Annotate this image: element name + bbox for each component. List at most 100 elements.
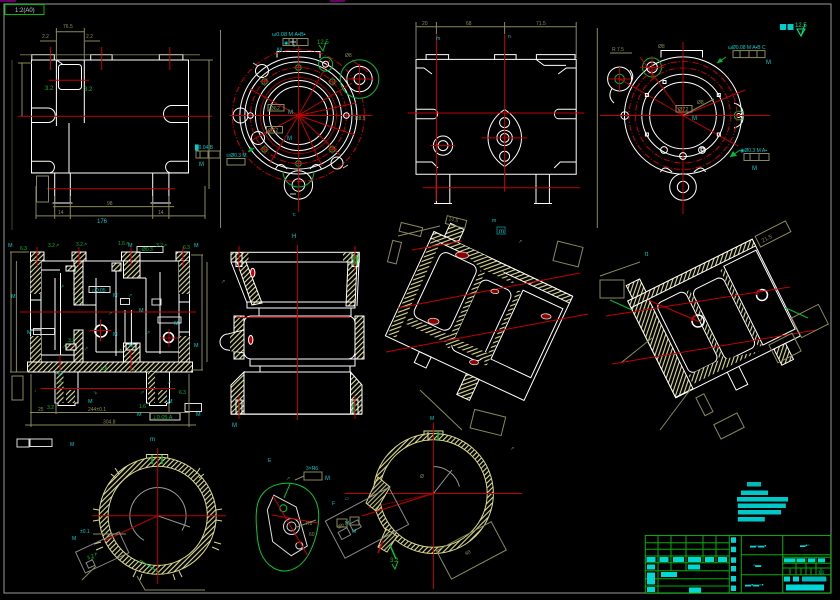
svg-text:Ø: Ø [420,474,424,480]
svg-text:↘: ↘ [93,390,97,396]
svg-text:76.5: 76.5 [63,24,73,30]
svg-text:↗: ↗ [108,311,112,317]
svg-text:↗: ↗ [146,330,150,336]
svg-text:3.2: 3.2 [390,558,399,564]
svg-text:↗: ↗ [84,346,88,352]
svg-text:2.2: 2.2 [86,34,93,40]
svg-text:↗: ↗ [118,348,122,354]
svg-text:2.2: 2.2 [42,34,49,40]
svg-text:M: M [196,412,201,418]
svg-text:M: M [277,48,282,54]
svg-text:M: M [692,116,697,122]
svg-text:1.6↗: 1.6↗ [118,241,129,247]
svg-text:25: 25 [38,407,44,413]
svg-text:M: M [72,536,76,542]
svg-text:60: 60 [309,532,315,538]
svg-text:6.3: 6.3 [179,390,186,396]
svg-text:14.5: 14.5 [448,216,459,224]
svg-text:M: M [27,330,32,336]
svg-text:◉: ◉ [284,41,289,47]
svg-text:↗: ↗ [62,344,66,350]
svg-text:Ø8: Ø8 [658,44,665,50]
svg-text:↘A: ↘A [100,366,108,372]
svg-text:tt: tt [645,252,649,258]
svg-text:▬▪▬▫▪: ▬▪▬▫▪ [745,583,763,589]
svg-text:↓: ↓ [34,388,37,394]
svg-text:c: c [293,43,296,49]
svg-text:⊥0.05 A: ⊥0.05 A [152,414,173,421]
svg-text:↗: ↗ [286,476,290,482]
svg-text:M: M [58,371,63,377]
svg-text:M: M [8,243,13,249]
svg-text:3.2↗: 3.2↗ [76,242,87,248]
svg-text:M: M [232,423,237,429]
svg-text:█0.04 B: █0.04 B [195,144,214,151]
svg-text:3.2: 3.2 [68,338,75,344]
svg-text:M: M [194,343,199,349]
svg-text:↗: ↗ [90,556,94,562]
svg-text:▱0.05: ▱0.05 [92,288,106,294]
svg-text:n: n [508,34,511,40]
svg-text:3.2: 3.2 [47,405,54,411]
svg-text:Øb: Øb [337,522,346,531]
svg-text:E: E [268,458,272,464]
svg-text:↗: ↗ [60,284,64,290]
svg-text:Ø8: Ø8 [697,100,704,106]
svg-text:14: 14 [58,210,64,216]
svg-text:M: M [129,343,134,349]
svg-text:M: M [113,332,118,338]
svg-text:±0.1: ±0.1 [80,529,90,535]
svg-text:R8.5: R8.5 [355,116,366,122]
svg-text:M: M [168,399,173,405]
svg-text:◌Ø0.3: ◌Ø0.3 [139,247,153,253]
svg-text:Ø52: Ø52 [268,128,278,134]
svg-text:M: M [199,162,204,168]
svg-text:/: / [826,577,828,582]
svg-text:↗: ↗ [140,390,144,396]
svg-text:1:1: 1:1 [818,570,825,575]
svg-text:1:2(A0): 1:2(A0) [15,8,35,14]
svg-text:14: 14 [158,210,164,216]
svg-text:6.3: 6.3 [183,245,190,251]
svg-text:M: M [352,529,356,535]
svg-text:304.8: 304.8 [103,420,116,426]
svg-text:176: 176 [97,219,108,225]
svg-text:▬▪▫: ▬▪▫ [800,543,809,549]
svg-text:m: m [150,437,155,443]
svg-text:20: 20 [422,21,428,27]
svg-text:▫▬: ▫▬ [753,563,761,569]
svg-text:M: M [70,442,74,448]
svg-text:m: m [436,36,440,42]
svg-text:68: 68 [466,21,472,27]
svg-text:6.3: 6.3 [20,246,27,252]
svg-text:↗: ↗ [131,368,135,374]
svg-text:3.2↗: 3.2↗ [48,243,59,249]
svg-text:M: M [174,321,179,327]
svg-text:M: M [288,110,293,116]
svg-text:↗: ↗ [58,380,62,386]
svg-text:M: M [139,308,144,314]
svg-text:12.5: 12.5 [317,40,329,46]
svg-text:M: M [113,293,118,299]
svg-text:M: M [137,412,142,418]
svg-text:M: M [287,136,292,142]
svg-text:↘: ↘ [77,298,81,304]
svg-text:m: m [492,218,496,224]
svg-text:98: 98 [464,549,472,557]
svg-text:M: M [11,294,16,300]
svg-text:↗: ↗ [510,446,514,452]
svg-text:21.5: 21.5 [761,234,773,244]
svg-text:↗: ↗ [518,239,522,245]
svg-text:3.2↗: 3.2↗ [86,551,99,561]
svg-text:H: H [292,234,296,240]
svg-text:M: M [430,416,434,422]
svg-text:↗: ↗ [167,380,171,386]
svg-text:⊙Ø0.3 M: ⊙Ø0.3 M [226,153,247,159]
svg-text:3.2: 3.2 [84,87,93,93]
svg-text:↗: ↗ [128,293,132,299]
svg-text:ωØ0.08 M A▪B C: ωØ0.08 M A▪B C [728,45,766,51]
svg-text:M: M [766,60,771,66]
svg-text:▬▫▬▪: ▬▫▬▪ [750,544,766,550]
svg-text:F: F [332,501,335,507]
svg-text:R 7.5: R 7.5 [612,47,624,53]
